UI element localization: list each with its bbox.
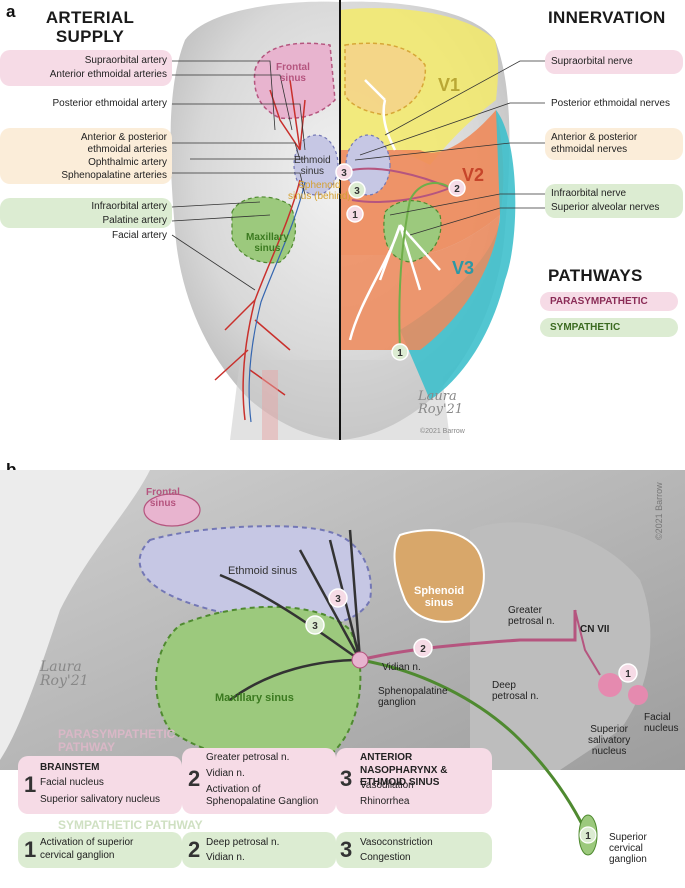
v3-zone-label: V3 — [452, 258, 475, 278]
marker-b-1-pink: 1 — [625, 669, 631, 680]
supraorbital-nerve-group — [545, 50, 683, 74]
cn7-label: CN VII — [580, 624, 610, 635]
para-step-2-item-2: Vidian n. — [206, 768, 245, 779]
sym-step-1: 1 Activation of superior cervical gangli… — [18, 832, 182, 868]
ethmoid-sinus-label-b: Ethmoid sinus — [228, 565, 298, 577]
para-step-3-heading: ANTERIOR NASOPHARYNX & ETHMOID SINUS — [360, 752, 448, 788]
para-step-2-item-3: Activation of — [206, 784, 261, 795]
para-step-1-item-2: Superior salivatory nucleus — [40, 794, 161, 805]
marker-a-3-pink: 3 — [341, 168, 347, 179]
anterior-posterior-nerves-1: Anterior & posterior — [551, 132, 638, 143]
para-step-1: 1 BRAINSTEM Facial nucleus Superior sali… — [18, 756, 182, 814]
v2-zone-label: V2 — [462, 165, 485, 185]
copyright-a: ©2021 Barrow — [420, 428, 465, 435]
sym-step-1-item-1: Activation of superior — [40, 837, 134, 848]
para-step-1-num: 1 — [24, 772, 37, 797]
sym-step-2: 2 Deep petrosal n. Vidian n. — [182, 832, 336, 868]
sphenopalatine-arteries-label: Sphenopalatine arteries — [61, 170, 167, 181]
panel-a-markers: 3 2 3 1 1 — [335, 163, 466, 361]
para-step-2-item-4: Sphenopalatine Ganglion — [206, 796, 319, 807]
ethmoidal-nerves-group — [545, 128, 683, 160]
innervation-title: INNERVATION — [548, 8, 666, 27]
sym-step-3-item-1: Vasoconstriction — [360, 837, 433, 848]
marker-b-3-pink: 3 — [335, 594, 341, 605]
vidian-label: Vidian n. — [382, 662, 421, 673]
marker-a-3-green: 3 — [354, 186, 360, 197]
para-step-1-item-1: Facial nucleus — [40, 777, 104, 788]
sym-step-1-item-2: cervical ganglion — [40, 850, 115, 861]
anterior-posterior-nerves-2: ethmoidal nerves — [551, 144, 628, 155]
arterial-supply-title: ARTERIAL SUPPLY — [45, 8, 135, 46]
sym-step-3: 3 Vasoconstriction Congestion — [336, 832, 492, 868]
marker-b-1-green: 1 — [585, 831, 591, 842]
para-step-2: 2 Greater petrosal n. Vidian n. Activati… — [182, 748, 336, 814]
panel-b-letter: b — [6, 460, 17, 479]
ethmoidal-arteries-group — [0, 128, 172, 184]
sym-step-3-item-2: Congestion — [360, 852, 411, 863]
marker-a-2: 2 — [454, 184, 460, 195]
para-step-3-item-1: Vasodilation — [360, 780, 414, 791]
sym-step-2-item-2: Vidian n. — [206, 852, 245, 863]
supraorbital-nerve-label: Supraorbital nerve — [551, 56, 633, 67]
supraorbital-artery-label: Supraorbital artery — [84, 55, 167, 66]
sym-step-2-num: 2 — [188, 837, 201, 862]
panel-a-letter: a — [6, 2, 16, 21]
para-step-3-num: 3 — [340, 766, 353, 791]
anterior-posterior-label-2: ethmoidal arteries — [87, 144, 167, 155]
posterior-ethmoidal-nerves-label: Posterior ethmoidal nerves — [551, 98, 670, 109]
anterior-ethmoidal-arteries-label: Anterior ethmoidal arteries — [49, 69, 167, 80]
ophthalmic-artery-label: Ophthalmic artery — [88, 157, 167, 168]
pathways-title: PATHWAYS — [548, 266, 643, 285]
sym-step-1-num: 1 — [24, 837, 37, 862]
para-step-3: 3 ANTERIOR NASOPHARYNX & ETHMOID SINUS V… — [336, 748, 492, 814]
palatine-artery-label: Palatine artery — [102, 215, 167, 226]
infraorbital-artery-label: Infraorbital artery — [91, 201, 167, 212]
sym-step-2-item-1: Deep petrosal n. — [206, 837, 280, 848]
sym-step-3-num: 3 — [340, 837, 353, 862]
superior-alveolar-nerves-label: Superior alveolar nerves — [551, 202, 660, 213]
parasympathetic-legend: PARASYMPATHETIC — [540, 292, 678, 311]
para-step-3-item-2: Rhinorrhea — [360, 796, 410, 807]
maxillary-sinus-label-b: Maxillary sinus — [215, 692, 294, 704]
marker-b-3-green: 3 — [312, 621, 318, 632]
v1-zone-label: V1 — [438, 75, 461, 95]
posterior-ethmoidal-artery-label: Posterior ethmoidal artery — [52, 98, 168, 109]
infraorbital-nerve-group — [545, 184, 683, 218]
marker-a-1-green: 1 — [397, 348, 403, 359]
marker-b-2: 2 — [420, 644, 426, 655]
supraorbital-artery-group — [0, 50, 172, 86]
infraorbital-artery-group — [0, 198, 172, 228]
sympathetic-legend: SYMPATHETIC — [540, 318, 678, 337]
para-step-1-heading: BRAINSTEM — [40, 762, 100, 773]
anterior-posterior-label-1: Anterior & posterior — [80, 132, 167, 143]
para-step-2-item-1: Greater petrosal n. — [206, 752, 290, 763]
infraorbital-nerve-label: Infraorbital nerve — [551, 188, 627, 199]
marker-a-1-pink: 1 — [352, 210, 358, 221]
facial-artery-label: Facial artery — [111, 230, 167, 241]
sagittal-illustration: 3 3 2 1 1 — [0, 470, 685, 888]
sympathetic-title: SYMPATHETIC PATHWAY — [58, 818, 203, 832]
para-step-2-num: 2 — [188, 766, 201, 791]
face-illustration — [170, 0, 545, 440]
copyright-b: ©2021 Barrow — [654, 482, 664, 540]
